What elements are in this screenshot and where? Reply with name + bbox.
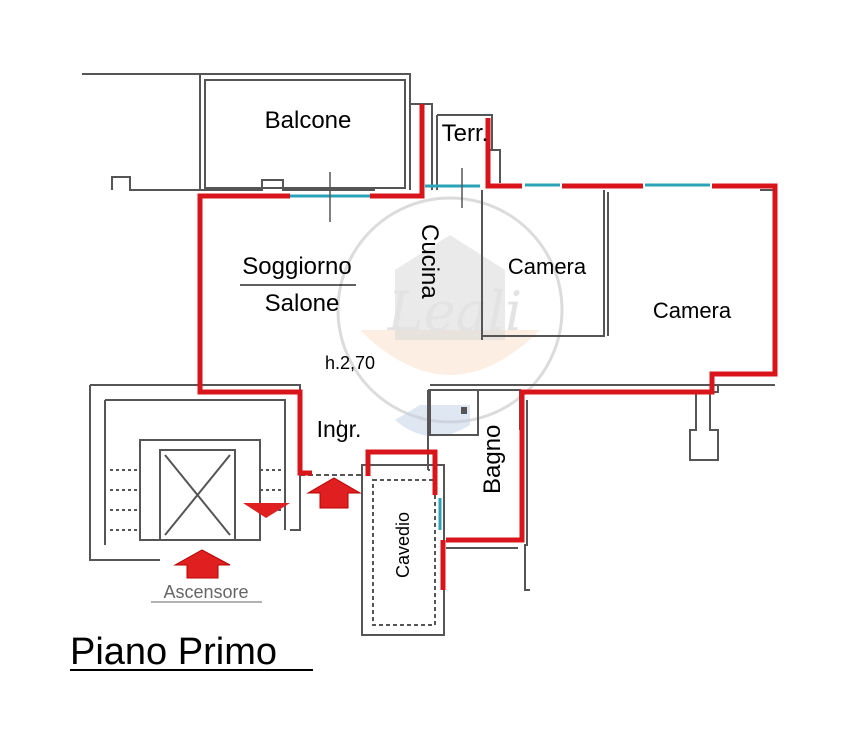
plan-title: Piano Primo <box>70 631 277 673</box>
label-salone: Salone <box>265 290 340 317</box>
label-bagno: Bagno <box>479 425 506 494</box>
label-camera-small: Camera <box>508 254 587 279</box>
label-ceiling-height: h.2,70 <box>325 353 375 373</box>
elevator-arrow <box>173 549 231 579</box>
label-terrazzo: Terr. <box>442 120 489 147</box>
label-cavedio: Cavedio <box>393 512 413 578</box>
stair-arrow-down <box>243 503 290 518</box>
red-perimeter <box>197 104 778 590</box>
label-ingresso: Ingr. <box>317 416 362 442</box>
label-camera-large: Camera <box>653 298 732 323</box>
watermark-text: Leali <box>387 280 523 343</box>
label-ascensore: Ascensore <box>163 582 248 602</box>
label-cucina: Cucina <box>416 224 443 299</box>
label-soggiorno: Soggiorno <box>242 253 351 280</box>
door-marks <box>329 168 463 425</box>
watermark-logo: Leali <box>336 196 564 437</box>
entrance-arrow <box>306 477 362 509</box>
label-balcone: Balcone <box>265 107 352 134</box>
